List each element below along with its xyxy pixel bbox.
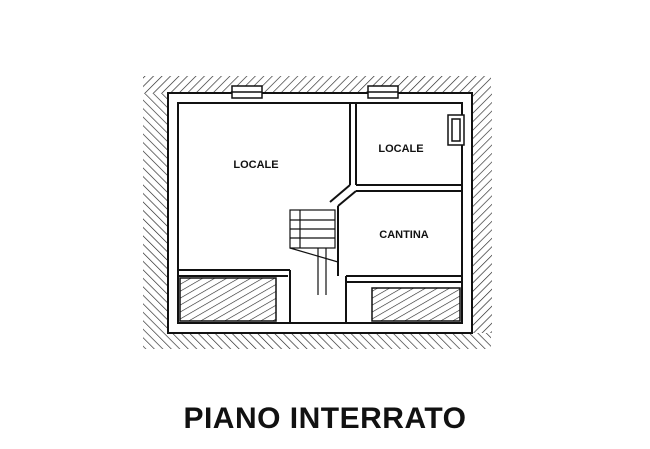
floor-title: PIANO INTERRATO (183, 402, 467, 435)
windows (231, 85, 465, 146)
partition-diagonal (329, 184, 351, 203)
terrain-right (472, 93, 492, 333)
terrain-left (143, 93, 168, 333)
terrain-hatching (143, 76, 492, 349)
room-label-cantina: CANTINA (379, 229, 429, 241)
wall-blocks (179, 277, 461, 322)
room-label-locale-small: LOCALE (378, 143, 423, 155)
terrain-top (143, 76, 491, 93)
room-label-locale-large: LOCALE (233, 159, 278, 171)
wall-block-right (371, 287, 461, 322)
stairs (289, 209, 339, 295)
terrain-bottom (143, 333, 491, 349)
inner-wall-outline (177, 102, 463, 324)
wall-block-left (179, 277, 277, 322)
